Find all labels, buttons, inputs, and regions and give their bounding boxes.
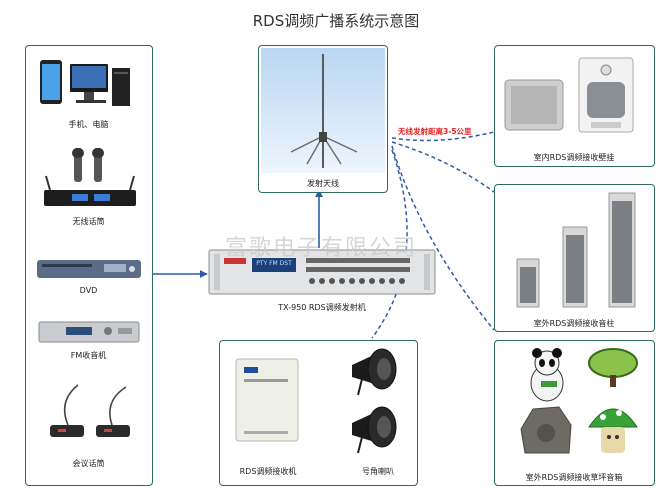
source-label-wireless-mic: 无线话筒 bbox=[72, 217, 105, 226]
antenna-image bbox=[261, 48, 385, 177]
wireless-mic-image bbox=[42, 146, 138, 216]
panda-speaker-image bbox=[525, 347, 569, 407]
sources-panel: 手机、电脑 无线话筒 DVD bbox=[25, 45, 153, 486]
transmitter-unit-image bbox=[208, 248, 436, 302]
horn-speaker-top-image bbox=[348, 345, 404, 401]
indoor-label: 室内RDS调频接收壁挂 bbox=[533, 153, 615, 162]
indoor-wall-speaker-image bbox=[577, 56, 637, 140]
phone-pc-image bbox=[38, 58, 138, 122]
source-label-dvd: DVD bbox=[79, 286, 98, 295]
watermark: 富歌电子有限公司 bbox=[225, 236, 418, 261]
column-label: 室外RDS调频接收音柱 bbox=[533, 319, 615, 328]
sign-speaker-image bbox=[585, 345, 641, 393]
column-speakers-image bbox=[509, 189, 645, 313]
fm-radio-image bbox=[38, 318, 140, 350]
diagram-title: RDS调频广播系统示意图 bbox=[252, 12, 420, 30]
receiver-panel: RDS调频接收机 号角喇叭 bbox=[219, 340, 418, 486]
horn-speaker-label: 号角喇叭 bbox=[362, 467, 394, 476]
signal-to-column-dashed bbox=[391, 141, 495, 193]
transmitter-display-text: PTY FM DST bbox=[256, 260, 292, 267]
source-label-fm-radio: FM收音机 bbox=[70, 351, 107, 360]
conference-mic-image bbox=[38, 381, 140, 447]
column-panel: 室外RDS调频接收音柱 bbox=[494, 184, 655, 332]
rds-receiver-image bbox=[234, 357, 304, 449]
dvd-player-image bbox=[36, 254, 142, 288]
range-note: 无线发射距离3-5公里 bbox=[398, 127, 472, 136]
rds-receiver-label: RDS调频接收机 bbox=[239, 467, 297, 476]
transmitter-label: TX-950 RDS调频发射机 bbox=[278, 303, 366, 312]
source-label-phone-pc: 手机、电脑 bbox=[68, 120, 109, 129]
antenna-label: 发射天线 bbox=[307, 179, 339, 188]
lawn-label: 室外RDS调频接收草坪音箱 bbox=[525, 473, 623, 482]
signal-to-indoor-dashed bbox=[391, 131, 495, 142]
horn-speaker-bottom-image bbox=[348, 403, 404, 459]
antenna-panel: 发射天线 bbox=[258, 45, 388, 193]
signal-to-lawn-dashed bbox=[391, 145, 495, 331]
rock-speaker-image bbox=[519, 403, 575, 463]
mushroom-speaker-image bbox=[585, 397, 641, 463]
indoor-speaker-panel-image bbox=[503, 76, 569, 140]
indoor-panel: 室内RDS调频接收壁挂 bbox=[494, 45, 655, 167]
lawn-panel: 室外RDS调频接收草坪音箱 bbox=[494, 340, 655, 486]
source-label-conference-mic: 会议话筒 bbox=[72, 459, 105, 468]
